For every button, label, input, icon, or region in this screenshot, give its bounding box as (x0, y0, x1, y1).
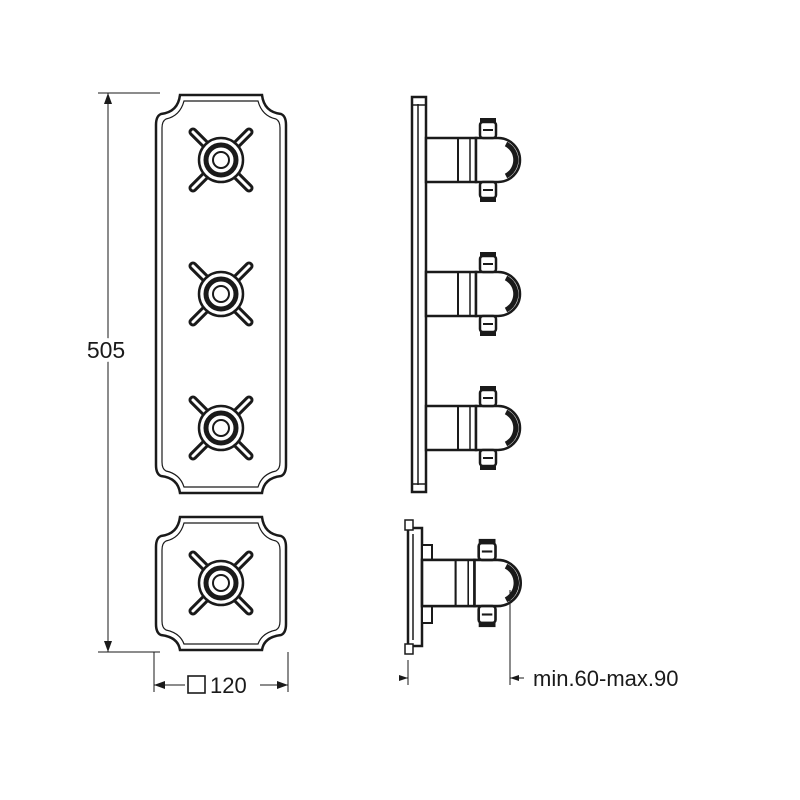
front-handle-2 (193, 266, 249, 322)
front-handle-single (193, 555, 249, 611)
side-handle-2 (426, 252, 520, 336)
depth-label: min.60-max.90 (533, 666, 679, 691)
side-plate-tall (410, 95, 428, 494)
depth-dimension (399, 590, 524, 685)
side-handle-single (422, 539, 521, 627)
side-handle-1 (426, 118, 520, 202)
front-handle-1 (193, 132, 249, 188)
height-label: 505 (87, 337, 125, 363)
width-dimension (153, 652, 289, 694)
side-handle-3 (426, 386, 520, 470)
square-symbol-icon (187, 675, 206, 694)
front-handle-3 (193, 400, 249, 456)
height-dimension (98, 92, 160, 653)
width-label: 120 (210, 673, 247, 698)
